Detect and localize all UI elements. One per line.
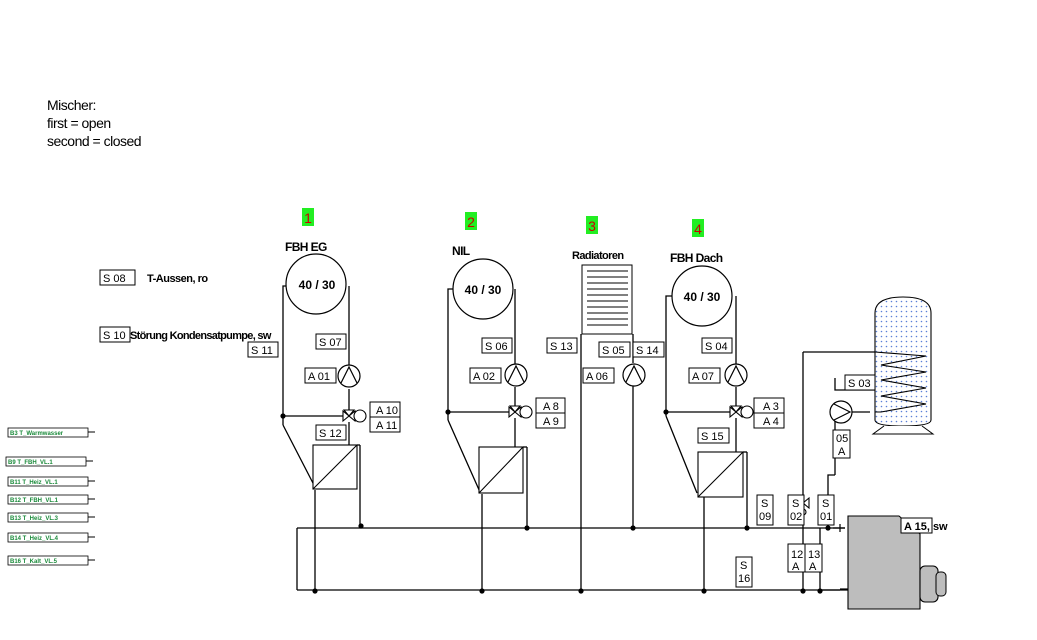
mixing-valve-4-icon[interactable] bbox=[729, 405, 754, 419]
pipe-junctions bbox=[280, 409, 831, 594]
pipework bbox=[282, 285, 875, 591]
sensor-s11-label[interactable]: S 11 bbox=[251, 345, 273, 357]
radiator-icon[interactable] bbox=[581, 264, 633, 335]
sensor-s08-description: T-Aussen, ro bbox=[147, 273, 208, 285]
actuator-a05-letter: A bbox=[838, 446, 846, 458]
actuator-a9-label[interactable]: A 9 bbox=[543, 416, 559, 428]
actuator-a3-label[interactable]: A 3 bbox=[763, 401, 779, 413]
circuit-1-name: FBH EG bbox=[285, 240, 327, 254]
actuator-a13-number[interactable]: 13 bbox=[808, 549, 820, 561]
sensor-tag-b16[interactable]: B16 T_Kalt_VL.5 bbox=[7, 555, 95, 566]
sensor-tag-b13[interactable]: B13 T_Heiz_VL.3 bbox=[7, 512, 95, 523]
zone-2-temps: 40 / 30 bbox=[465, 283, 502, 297]
actuator-a12-number[interactable]: 12 bbox=[791, 549, 803, 561]
circuit-4-name: FBH Dach bbox=[670, 251, 723, 265]
pump-a02-icon[interactable] bbox=[504, 363, 528, 387]
mixing-valve-1-icon[interactable] bbox=[342, 409, 367, 423]
zone-circle-2[interactable] bbox=[452, 258, 514, 320]
sensor-s10-label[interactable]: S 10 bbox=[103, 330, 126, 342]
circuit-3-number: 3 bbox=[588, 218, 596, 234]
svg-text:B12 T_FBH_VL.1: B12 T_FBH_VL.1 bbox=[10, 498, 59, 504]
sensor-s10-description: Störung Kondensatpumpe, sw bbox=[130, 330, 272, 342]
circuit-number-badges: 1 2 3 4 bbox=[302, 208, 704, 237]
pump-a05-icon[interactable] bbox=[829, 400, 853, 424]
heat-exchanger-4-icon[interactable] bbox=[697, 451, 744, 498]
mixer-legend-title: Mischer: bbox=[47, 97, 96, 113]
sensor-s06-label[interactable]: S 06 bbox=[485, 341, 508, 353]
mixer-legend-open: first = open bbox=[47, 115, 111, 131]
sensor-s02-number: 02 bbox=[790, 511, 802, 523]
sensor-tag-b14[interactable]: B14 T_Heiz_VL.4 bbox=[7, 532, 95, 543]
sensor-s16-number: 16 bbox=[738, 573, 750, 585]
svg-text:B9 T_FBH_VL.1: B9 T_FBH_VL.1 bbox=[8, 460, 53, 466]
actuator-a4-label[interactable]: A 4 bbox=[763, 416, 779, 428]
sensor-s04-label[interactable]: S 04 bbox=[705, 341, 728, 353]
boiler-icon[interactable] bbox=[839, 515, 947, 610]
sensor-s16-letter[interactable]: S bbox=[740, 560, 747, 572]
actuator-a12-letter: A bbox=[792, 561, 800, 573]
actuator-a07-label[interactable]: A 07 bbox=[692, 371, 714, 383]
actuator-a15-label[interactable]: A 15, sw bbox=[904, 521, 948, 533]
svg-text:B16 T_Kalt_VL.5: B16 T_Kalt_VL.5 bbox=[10, 559, 58, 565]
actuator-a02-label[interactable]: A 02 bbox=[473, 371, 495, 383]
actuator-a01-label[interactable]: A 01 bbox=[308, 371, 330, 383]
circuit-2-name: NIL bbox=[452, 244, 470, 258]
actuator-a10-label[interactable]: A 10 bbox=[376, 405, 398, 417]
pump-a07-icon[interactable] bbox=[724, 363, 748, 387]
svg-text:B13 T_Heiz_VL.3: B13 T_Heiz_VL.3 bbox=[10, 516, 59, 522]
circuit-2-number: 2 bbox=[467, 214, 475, 230]
mixer-legend: Mischer: first = open second = closed bbox=[47, 96, 142, 150]
zone-circle-1[interactable] bbox=[285, 253, 347, 315]
sensor-s03-label[interactable]: S 03 bbox=[848, 378, 871, 390]
sensor-s14-label[interactable]: S 14 bbox=[636, 345, 659, 357]
heat-exchanger-1-icon[interactable] bbox=[312, 444, 358, 490]
mixer-legend-closed: second = closed bbox=[47, 133, 142, 149]
sensor-s09-number: 09 bbox=[759, 511, 771, 523]
sensor-s08-label[interactable]: S 08 bbox=[103, 273, 126, 285]
pump-a06-icon[interactable] bbox=[622, 363, 646, 387]
actuator-a06-label[interactable]: A 06 bbox=[586, 371, 608, 383]
circuit-3-name: Radiatoren bbox=[572, 250, 624, 262]
heat-exchanger-2-icon[interactable] bbox=[478, 446, 524, 494]
sensor-s07-label[interactable]: S 07 bbox=[319, 337, 342, 349]
sensor-tag-b12[interactable]: B12 T_FBH_VL.1 bbox=[7, 494, 95, 505]
sensor-s09-letter[interactable]: S bbox=[761, 498, 768, 510]
zone-circle-4[interactable] bbox=[671, 265, 733, 327]
actuator-a11-label[interactable]: A 11 bbox=[376, 420, 397, 432]
sensor-tag-b9[interactable]: B9 T_FBH_VL.1 bbox=[5, 456, 93, 467]
actuator-a8-label[interactable]: A 8 bbox=[543, 401, 559, 413]
dhw-storage-tank-icon[interactable] bbox=[871, 296, 935, 435]
zone-1-temps: 40 / 30 bbox=[299, 278, 336, 292]
sensor-s13-label[interactable]: S 13 bbox=[550, 341, 573, 353]
sensor-tag-b11[interactable]: B11 T_Heiz_VL.1 bbox=[7, 476, 95, 487]
sensor-s15-label[interactable]: S 15 bbox=[701, 431, 724, 443]
sensor-s01-letter[interactable]: S bbox=[822, 498, 829, 510]
actuator-a13-letter: A bbox=[809, 561, 817, 573]
svg-text:B11 T_Heiz_VL.1: B11 T_Heiz_VL.1 bbox=[10, 480, 58, 486]
sensor-s02-letter[interactable]: S bbox=[792, 498, 799, 510]
sensor-tag-list: B3 T_Warmwasser B9 T_FBH_VL.1 B11 T_Heiz… bbox=[5, 427, 95, 566]
mixing-valve-2-icon[interactable] bbox=[508, 405, 533, 419]
circuit-1-number: 1 bbox=[304, 210, 312, 226]
pump-a01-icon[interactable] bbox=[337, 364, 361, 388]
actuator-a05-number[interactable]: 05 bbox=[836, 433, 848, 445]
sensor-s12-label[interactable]: S 12 bbox=[319, 428, 342, 440]
svg-text:B14 T_Heiz_VL.4: B14 T_Heiz_VL.4 bbox=[10, 536, 59, 542]
svg-text:B3 T_Warmwasser: B3 T_Warmwasser bbox=[10, 431, 64, 437]
sensor-tag-b3[interactable]: B3 T_Warmwasser bbox=[7, 427, 95, 438]
sensor-s05-label[interactable]: S 05 bbox=[602, 345, 625, 357]
circuit-4-number: 4 bbox=[694, 221, 702, 237]
zone-4-temps: 40 / 30 bbox=[684, 290, 721, 304]
sensor-s01-number: 01 bbox=[820, 511, 832, 523]
